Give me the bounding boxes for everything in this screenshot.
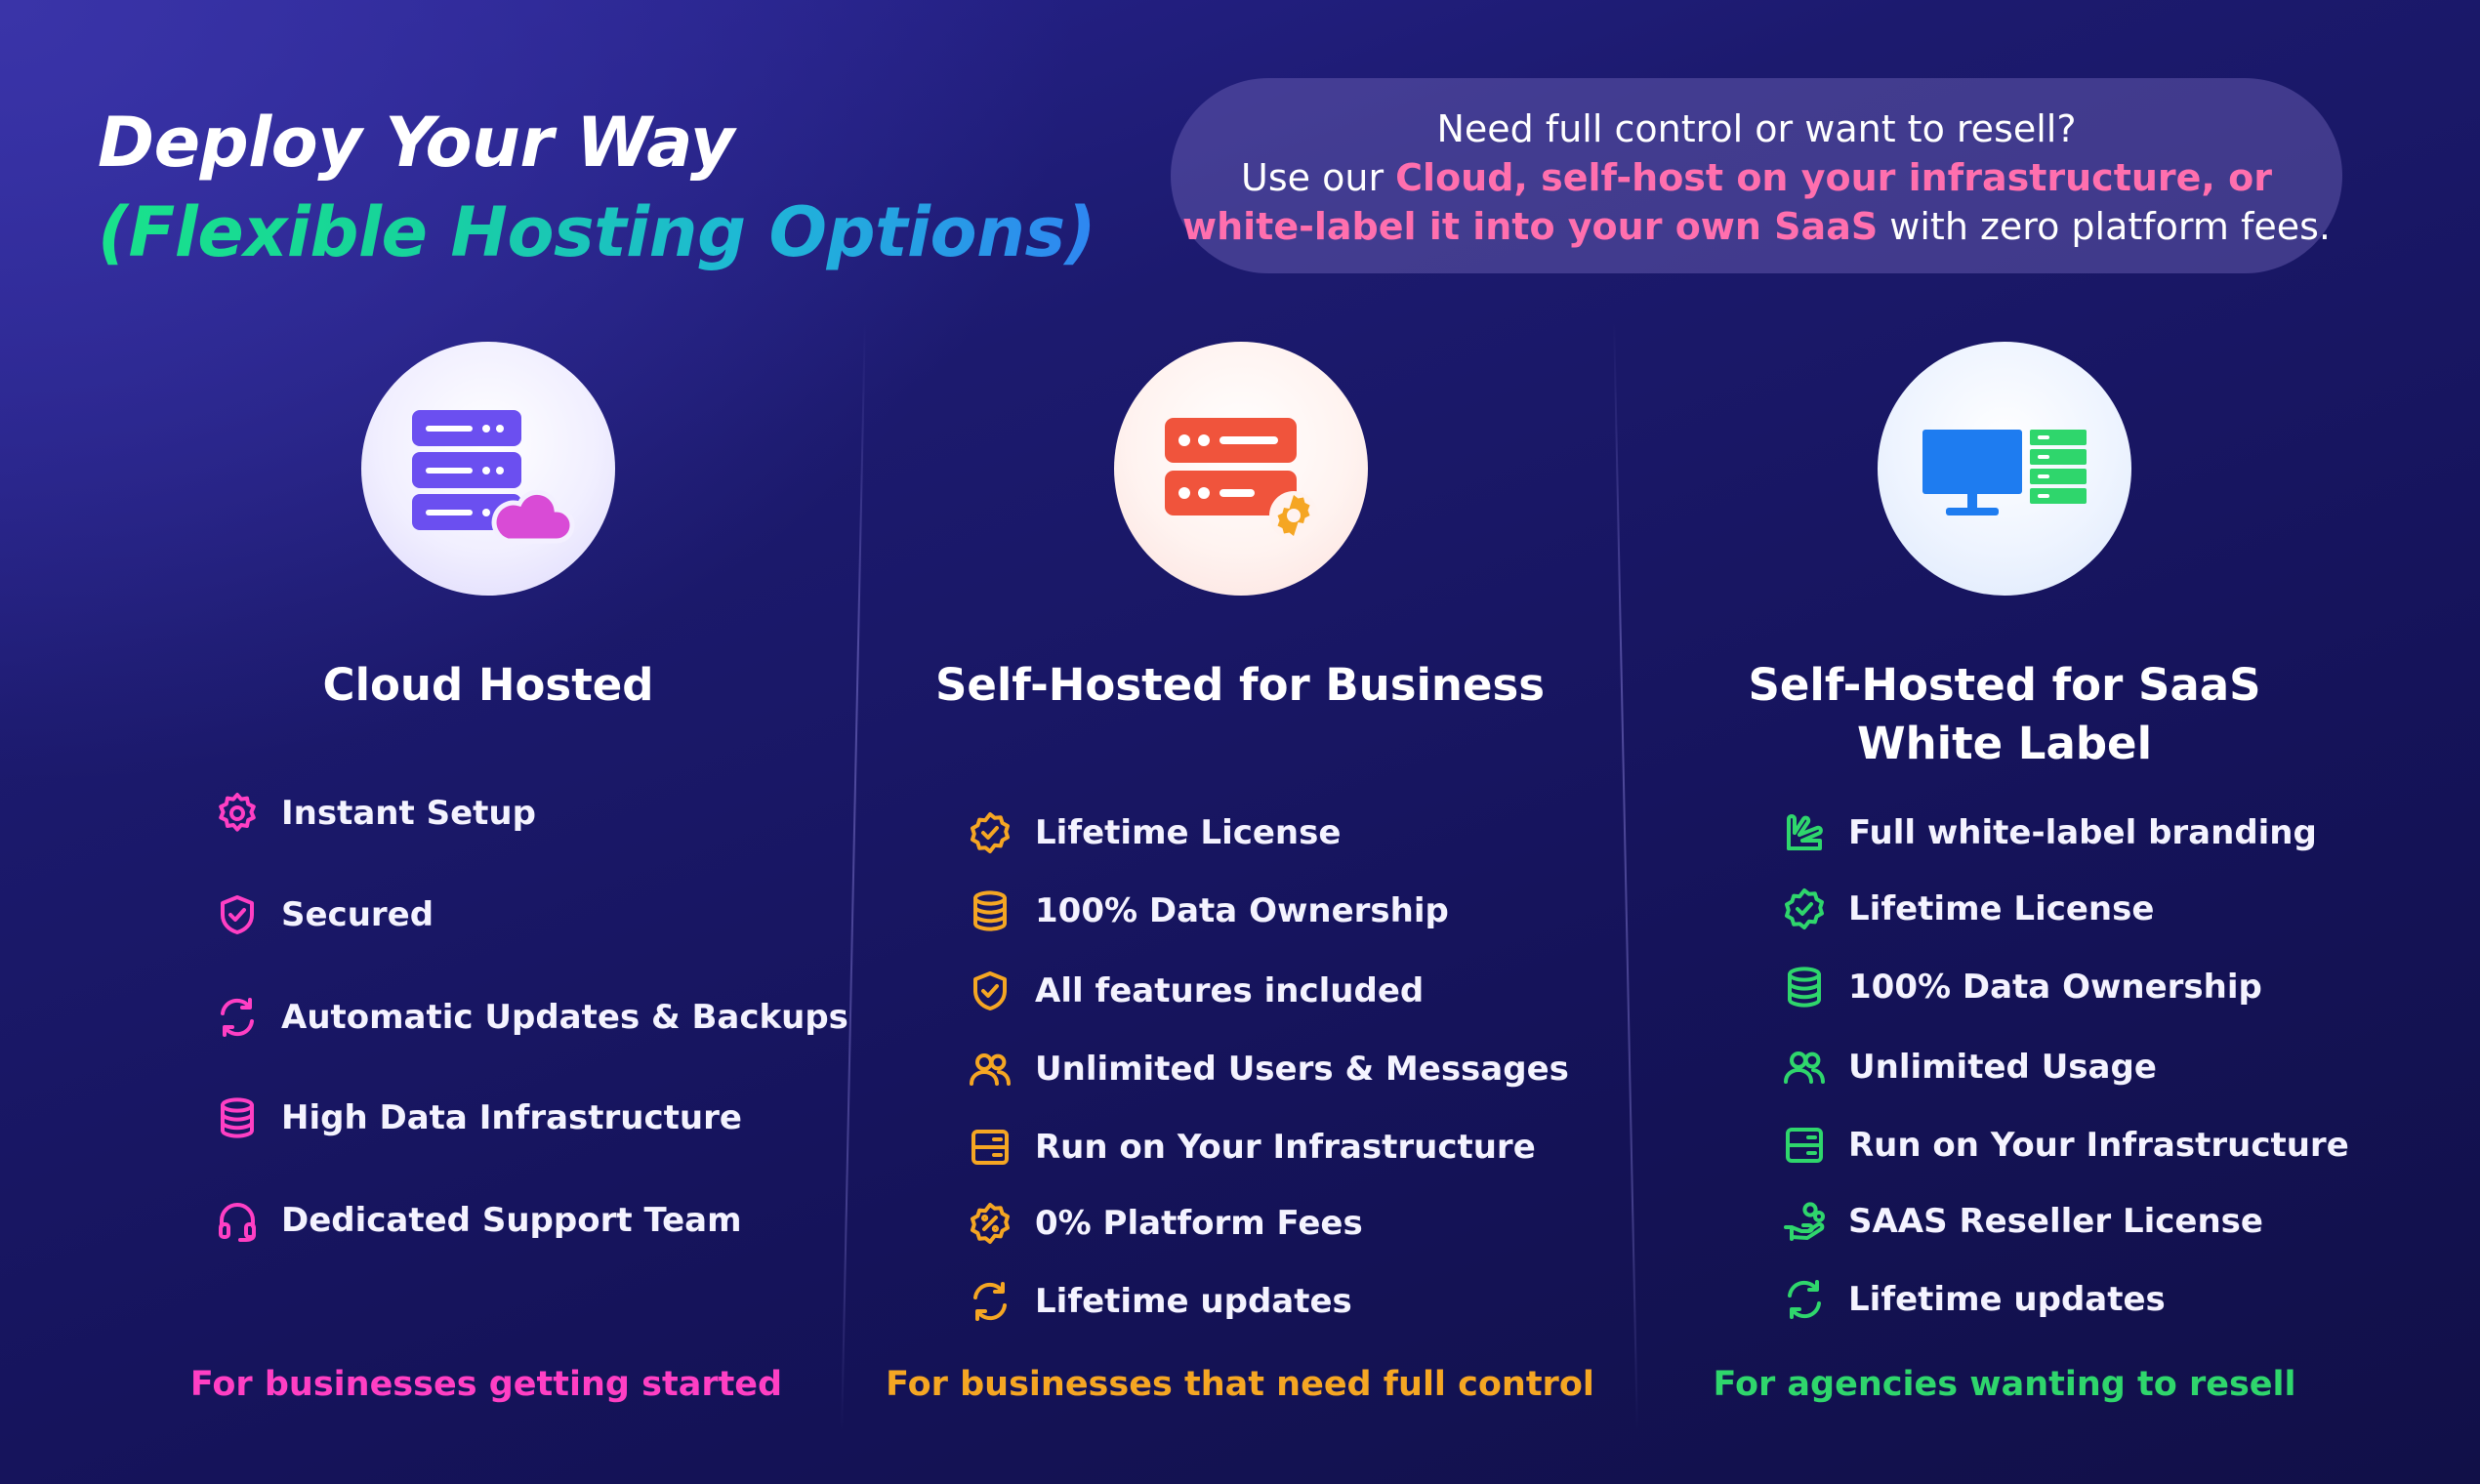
feature-data-ownership: 100% Data Ownership	[1848, 968, 2262, 1007]
brush-icon	[1787, 814, 1823, 850]
database-icon	[973, 890, 1007, 931]
tagline-cloud-hosted: For businesses getting started	[189, 1365, 783, 1404]
feature-white-label-branding: Full white-label branding	[1848, 813, 2317, 852]
refresh-icon	[973, 1282, 1007, 1321]
feature-high-data-infrastructure: High Data Infrastructure	[281, 1098, 742, 1137]
database-icon	[221, 1097, 254, 1138]
server-icon	[971, 1130, 1009, 1165]
feature-dedicated-support: Dedicated Support Team	[281, 1201, 742, 1240]
server-cloud-icon	[361, 342, 615, 596]
promo-line-2-highlight: Cloud, self-host on your infrastructure,…	[1395, 156, 2272, 199]
feature-lifetime-license: Lifetime License	[1035, 813, 1342, 852]
feature-unlimited-users: Unlimited Users & Messages	[1035, 1050, 1569, 1089]
refresh-icon	[221, 998, 254, 1037]
column-title-saas-white-label: Self-Hosted for SaaS White Label	[1633, 656, 2376, 773]
server-icon	[1786, 1128, 1823, 1163]
column-divider-2	[1613, 322, 1638, 1430]
feature-run-infrastructure: Run on Your Infrastructure	[1848, 1126, 2349, 1165]
promo-line-3-highlight: white-label it into your own SaaS	[1182, 205, 1879, 248]
feature-data-ownership: 100% Data Ownership	[1035, 891, 1449, 930]
headset-icon	[219, 1203, 256, 1242]
title-line-2: (Flexible Hosting Options)	[98, 187, 1096, 277]
monitor-server-icon	[1878, 342, 2131, 596]
feature-platform-fees: 0% Platform Fees	[1035, 1204, 1363, 1243]
database-icon	[1788, 967, 1821, 1008]
gear-icon	[219, 793, 256, 832]
feature-lifetime-updates: Lifetime updates	[1848, 1280, 2166, 1319]
shield-check-icon	[221, 895, 254, 934]
percent-badge-icon	[971, 1203, 1010, 1244]
feature-secured: Secured	[281, 895, 434, 934]
shield-check-icon	[973, 971, 1007, 1010]
refresh-icon	[1788, 1280, 1821, 1319]
feature-unlimited-usage: Unlimited Usage	[1848, 1048, 2157, 1087]
tagline-self-hosted-business: For businesses that need full control	[886, 1365, 1594, 1404]
server-gear-icon	[1114, 342, 1368, 596]
feature-all-features: All features included	[1035, 971, 1425, 1010]
column-title-line-2: White Label	[1857, 718, 2152, 769]
feature-instant-setup: Instant Setup	[281, 794, 536, 833]
badge-check-icon	[1785, 888, 1824, 929]
column-title-self-hosted-business: Self-Hosted for Business	[934, 659, 1546, 711]
column-title-line-1: Self-Hosted for SaaS	[1748, 659, 2261, 711]
promo-line-3-suffix: with zero platform fees.	[1878, 205, 2331, 248]
users-icon	[1784, 1051, 1825, 1084]
promo-line-2-prefix: Use our	[1241, 156, 1396, 199]
feature-lifetime-updates: Lifetime updates	[1035, 1282, 1352, 1321]
promo-banner: Need full control or want to resell? Use…	[1171, 78, 2342, 273]
title-line-1: Deploy Your Way	[98, 103, 734, 183]
page-title: Deploy Your Way (Flexible Hosting Option…	[98, 98, 1096, 277]
hand-coins-icon	[1784, 1202, 1825, 1241]
tagline-saas-white-label: For agencies wanting to resell	[1713, 1365, 2296, 1404]
feature-run-infrastructure: Run on Your Infrastructure	[1035, 1128, 1536, 1167]
column-divider-1	[841, 322, 866, 1430]
feature-saas-reseller-license: SAAS Reseller License	[1848, 1202, 2263, 1241]
column-title-cloud-hosted: Cloud Hosted	[322, 659, 654, 711]
badge-check-icon	[971, 812, 1010, 853]
feature-lifetime-license: Lifetime License	[1848, 889, 2155, 928]
promo-line-1: Need full control or want to resell?	[1436, 107, 2077, 150]
users-icon	[970, 1053, 1011, 1086]
feature-automatic-updates: Automatic Updates & Backups	[281, 998, 848, 1037]
